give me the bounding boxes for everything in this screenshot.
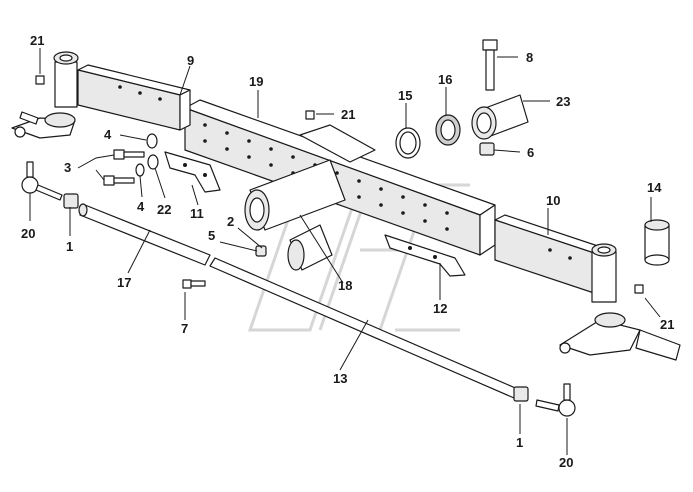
- callout-19: 19: [249, 74, 263, 89]
- callout-4-upper: 4: [104, 127, 112, 142]
- bolt-lower: [103, 175, 135, 186]
- left-bracket: [164, 151, 221, 193]
- beam-hole: [401, 211, 405, 215]
- callout-labels: 21 9 19 21 8 15 16 23 4 6 3 4 22 11 10 1…: [21, 33, 674, 470]
- washer-upper: [146, 133, 158, 149]
- beam-hole: [247, 155, 251, 159]
- beam-hole: [225, 147, 229, 151]
- right-axle-extension: [494, 214, 617, 303]
- beam-hole: [379, 187, 383, 191]
- beam-hole: [225, 131, 229, 135]
- callout-5: 5: [208, 228, 215, 243]
- beam-hole: [445, 227, 449, 231]
- beam-hole: [247, 139, 251, 143]
- callout-12: 12: [433, 301, 447, 316]
- callout-7: 7: [181, 321, 188, 336]
- beam-hole: [203, 139, 207, 143]
- kingpin-bushing: [644, 219, 670, 266]
- callout-22: 22: [157, 202, 171, 217]
- beam-hole: [291, 155, 295, 159]
- callout-23: 23: [556, 94, 570, 109]
- right-steering-knuckle: [559, 312, 681, 361]
- beam-hole: [379, 203, 383, 207]
- callout-10: 10: [546, 193, 560, 208]
- spring-washer: [147, 154, 159, 170]
- callout-1-right: 1: [516, 435, 523, 450]
- callout-11: 11: [190, 206, 204, 221]
- bolt-upper: [113, 149, 145, 160]
- beam-hole: [357, 179, 361, 183]
- ball-joint-left: [21, 161, 63, 201]
- callout-4-lower: 4: [137, 199, 145, 214]
- ball-joint-right: [535, 383, 576, 417]
- locknut-left: [63, 193, 79, 209]
- callout-17: 17: [117, 275, 131, 290]
- clamp-bolt: [182, 279, 206, 289]
- track-rod: [209, 257, 521, 399]
- callout-14: 14: [647, 180, 662, 195]
- grease-nipple-right: [634, 284, 644, 294]
- washer-lower: [135, 163, 145, 177]
- beam-hole: [269, 147, 273, 151]
- beam-hole: [335, 171, 339, 175]
- grease-nipple-center: [305, 110, 315, 120]
- callout-15: 15: [398, 88, 412, 103]
- callout-16: 16: [438, 72, 452, 87]
- leader-lines: [29, 48, 661, 455]
- grease-nipple-left: [35, 75, 45, 85]
- callout-20-left: 20: [21, 226, 35, 241]
- callout-9: 9: [187, 53, 194, 68]
- beam-hole: [423, 219, 427, 223]
- beam-hole: [357, 195, 361, 199]
- bushing: [287, 224, 333, 271]
- bolt: [482, 39, 498, 91]
- callout-21-top-left: 21: [30, 33, 44, 48]
- callout-21-right: 21: [660, 317, 674, 332]
- beam-hole: [269, 163, 273, 167]
- callout-13: 13: [333, 371, 347, 386]
- left-steering-knuckle: [11, 111, 76, 139]
- callout-20-right: 20: [559, 455, 573, 470]
- callout-8: 8: [526, 50, 533, 65]
- callout-21-center: 21: [341, 107, 355, 122]
- tie-rod: [78, 203, 211, 266]
- right-bracket: [384, 234, 466, 277]
- beam-hole: [423, 203, 427, 207]
- nut: [479, 142, 495, 156]
- beam-hole: [445, 211, 449, 215]
- seal-ring: [435, 114, 461, 146]
- callout-6: 6: [527, 145, 534, 160]
- pivot-tube: [244, 159, 346, 231]
- beam-hole: [203, 123, 207, 127]
- o-ring: [395, 127, 421, 159]
- pivot-housing: [471, 94, 529, 140]
- callout-1-left: 1: [66, 239, 73, 254]
- left-axle-extension: [53, 51, 191, 131]
- beam-hole: [401, 195, 405, 199]
- callout-3: 3: [64, 160, 71, 175]
- locknut-right: [513, 386, 529, 402]
- callout-18: 18: [338, 278, 352, 293]
- callout-2: 2: [227, 214, 234, 229]
